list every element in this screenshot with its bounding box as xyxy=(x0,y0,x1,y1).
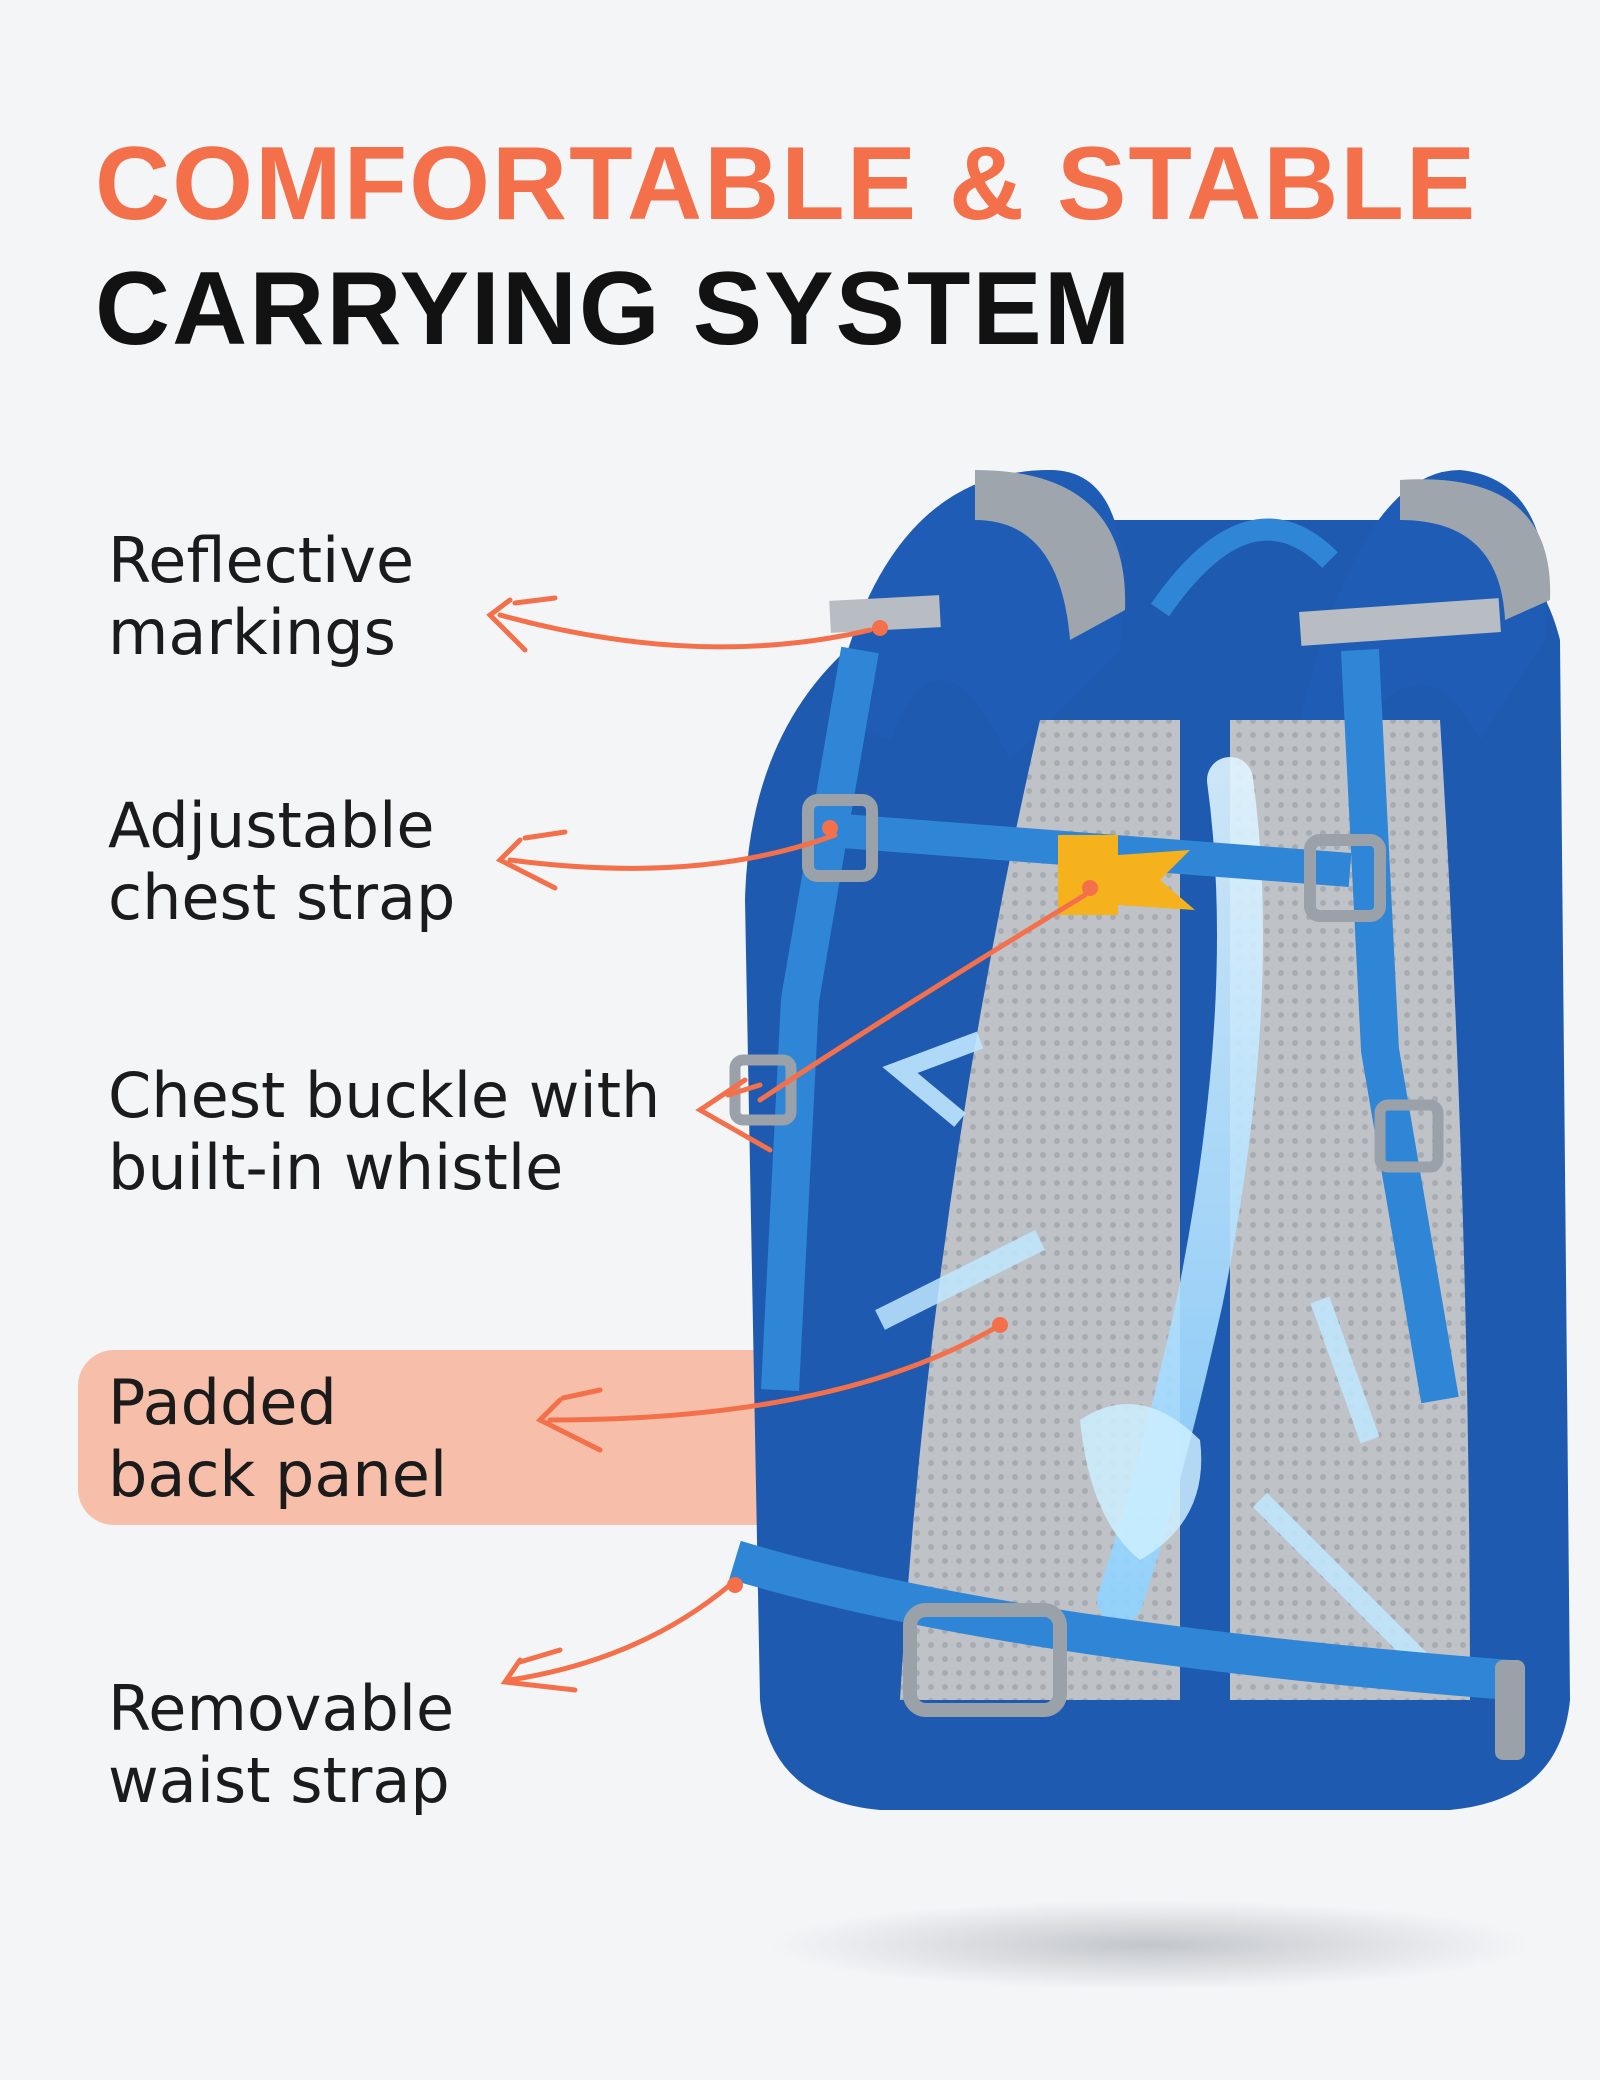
strap-slider-left-lower xyxy=(729,1054,797,1126)
feature-label-reflective-markings: Reflective markings xyxy=(108,524,415,669)
callout-arrow-chest-strap xyxy=(495,829,838,891)
feature-label-adjustable-chest-strap: Adjustable chest strap xyxy=(108,789,456,934)
callout-dot-reflective xyxy=(872,620,888,636)
callout-dot-waist-strap xyxy=(727,1577,743,1593)
title-line-2: CARRYING SYSTEM xyxy=(95,251,1133,367)
callout-arrow-waist-strap xyxy=(500,1582,733,1693)
callout-dot-back-panel xyxy=(992,1317,1008,1333)
top-handle xyxy=(1150,518,1338,617)
chest-buckle-whistle xyxy=(1058,835,1118,915)
waist-strap-end xyxy=(1495,1660,1525,1760)
airflow-arrow-2 xyxy=(875,1230,1045,1330)
feature-label-padded-back-panel: Padded back panel xyxy=(108,1366,448,1511)
reflective-band-left xyxy=(829,595,941,633)
chest-strap-slider-right xyxy=(1304,834,1386,922)
left-strap-webbing xyxy=(761,646,879,1391)
airflow-arrow-1 xyxy=(882,1031,984,1127)
airflow-arrow-3 xyxy=(1310,1296,1380,1444)
chest-buckle-clip xyxy=(1118,850,1195,910)
right-strap-webbing xyxy=(1341,649,1459,1404)
callout-dot-buckle xyxy=(1082,880,1098,896)
reflective-band-right xyxy=(1299,598,1501,646)
pelvis xyxy=(1080,1404,1202,1560)
left-strap-padding xyxy=(975,470,1126,640)
waist-buckle xyxy=(903,1603,1067,1717)
airflow-arrow-4 xyxy=(1252,1492,1438,1678)
title-line-1: COMFORTABLE & STABLE xyxy=(95,126,1478,242)
callout-arrow-reflective xyxy=(486,595,873,653)
callout-arrow-buckle xyxy=(695,892,1088,1153)
floor-shadow xyxy=(770,1900,1530,1990)
right-strap-padding xyxy=(1400,479,1551,620)
callout-dot-chest-strap xyxy=(822,820,838,836)
padded-back-panel-highlight xyxy=(78,1350,878,1525)
feature-label-removable-waist-strap: Removable waist strap xyxy=(108,1672,455,1817)
strap-slider-right-lower xyxy=(1374,1099,1444,1173)
back-panel-mesh-right xyxy=(1230,720,1470,1700)
feature-label-chest-buckle-whistle: Chest buckle with built-in whistle xyxy=(108,1059,661,1204)
chest-strap-slider-left xyxy=(802,794,878,882)
callout-arrow-back-panel xyxy=(535,1322,1003,1453)
